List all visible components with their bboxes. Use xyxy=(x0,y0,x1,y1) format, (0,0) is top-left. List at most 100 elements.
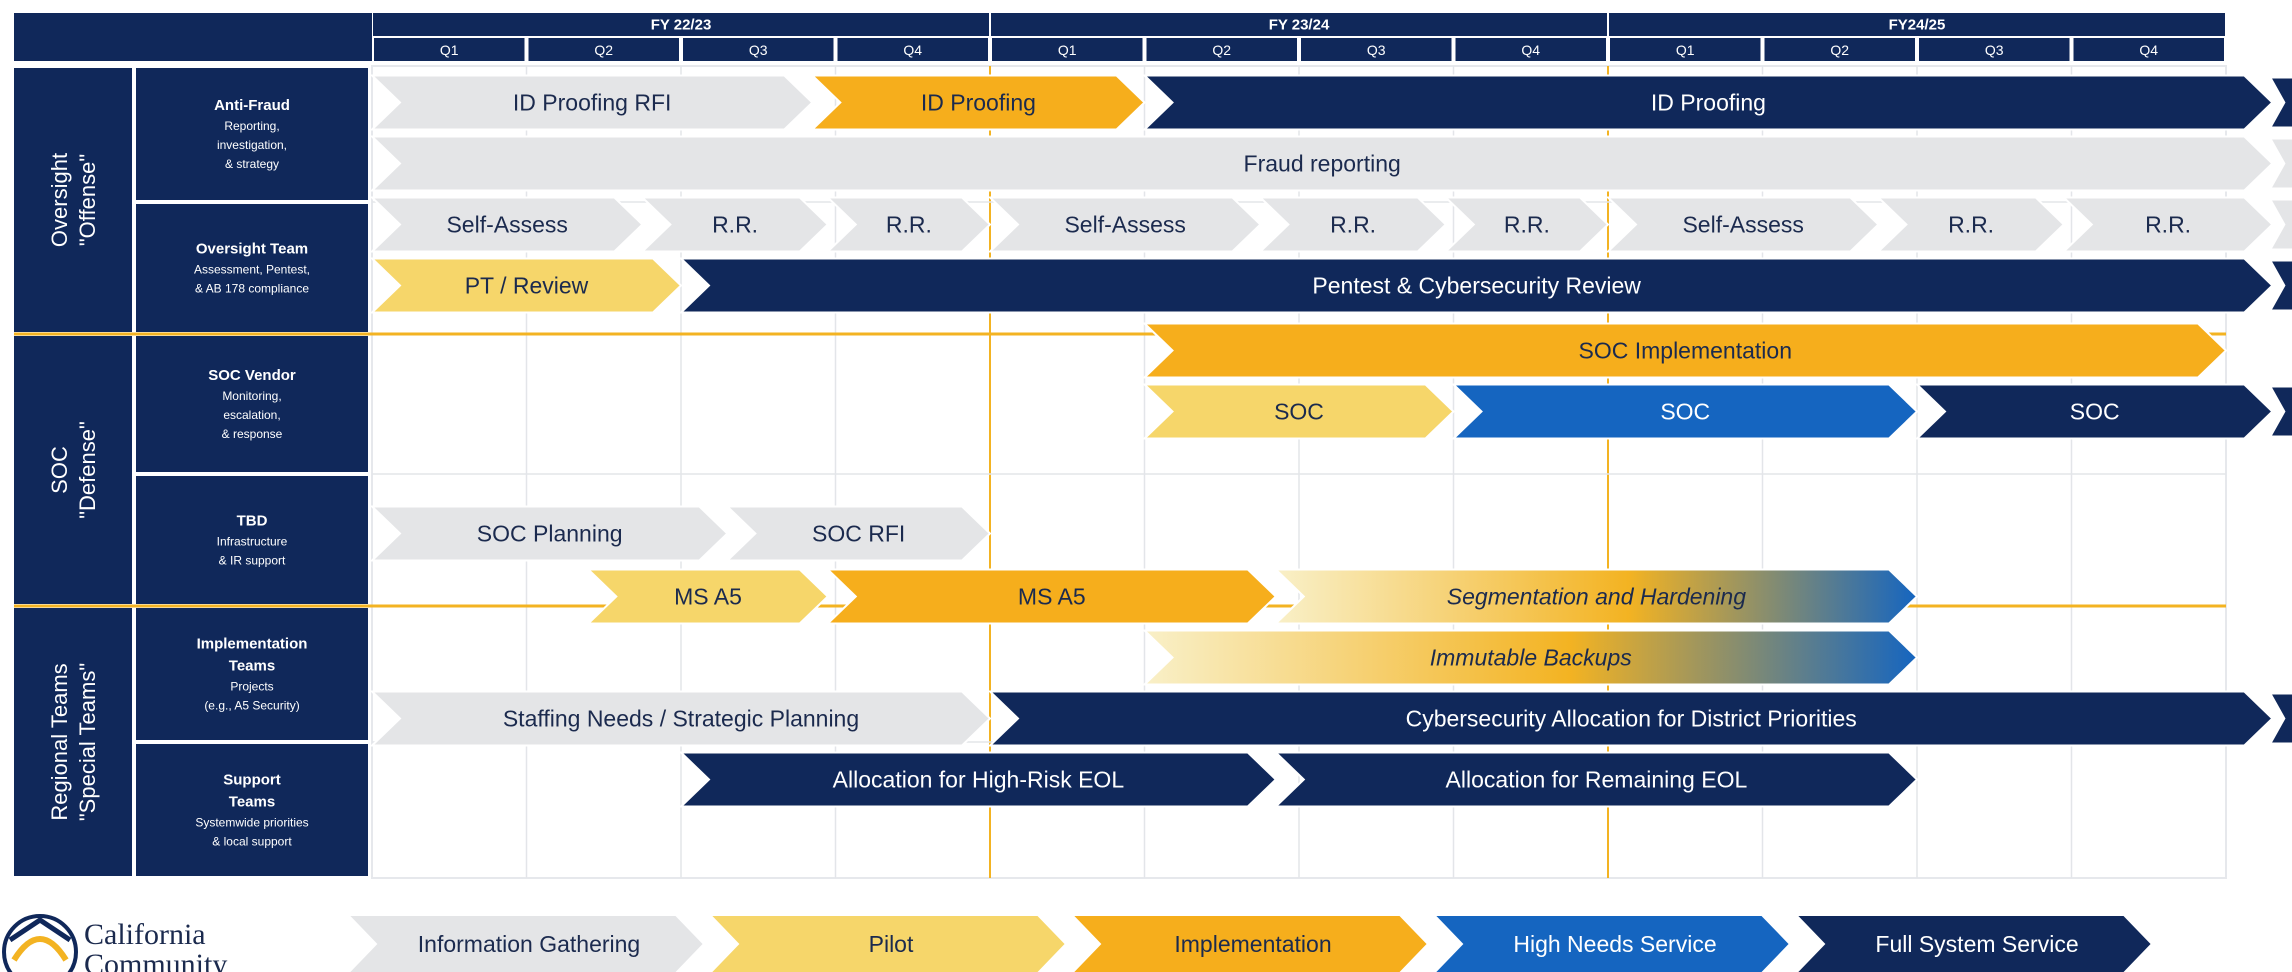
row-title: TBD xyxy=(237,513,268,530)
phase-bar-label: MS A5 xyxy=(1018,584,1086,610)
fiscal-year-band xyxy=(1609,13,2225,36)
legend-label: Full System Service xyxy=(1875,931,2078,957)
phase-bar-shape xyxy=(1914,383,2274,440)
row-title: Oversight Team xyxy=(196,241,308,258)
phase-bar-label: Self-Assess xyxy=(1064,212,1185,238)
phase-bar-shape xyxy=(809,74,1146,131)
phase-bar-label: ID Proofing xyxy=(1651,90,1766,116)
phase-bar: SOC Planning xyxy=(369,505,729,562)
quarter-cell xyxy=(374,38,525,61)
phase-bar: Allocation for High-Risk EOL xyxy=(678,751,1278,808)
phase-bar-label: Self-Assess xyxy=(446,212,567,238)
phase-bar: SOC xyxy=(1451,383,1919,440)
phase-bar: PT / Review xyxy=(369,257,683,314)
phase-bar: Segmentation and Hardening xyxy=(1273,568,1919,625)
phase-bar-shape xyxy=(2061,196,2274,253)
phase-bar: R.R. xyxy=(825,196,992,253)
phase-bar-label: Fraud reporting xyxy=(1244,151,1401,177)
phase-bar-shape xyxy=(678,751,1278,808)
quarter-label: Q4 xyxy=(903,42,922,58)
row-label-box xyxy=(136,744,368,876)
quarter-cell xyxy=(1610,38,1761,61)
quarter-label: Q4 xyxy=(1521,42,1540,58)
phase-bar: Immutable Backups xyxy=(1142,629,1919,686)
phase-bar-label: R.R. xyxy=(712,212,758,238)
phase-bar-shape xyxy=(724,505,992,562)
phase-bar-label: SOC xyxy=(1660,399,1710,425)
phase-bar: R.R. xyxy=(1875,196,2066,253)
group-label-box xyxy=(14,608,132,876)
legend-swatch xyxy=(345,914,706,972)
row-subtitle: Monitoring, xyxy=(222,389,281,403)
continuation-arrow xyxy=(2268,76,2292,129)
phase-bar: Self-Assess xyxy=(1605,196,1880,253)
row-title: Teams xyxy=(229,794,275,811)
phase-bar-shape xyxy=(1142,322,2228,379)
logo-seal-arc xyxy=(11,936,69,962)
phase-bar: MS A5 xyxy=(585,568,830,625)
row-subtitle: & IR support xyxy=(219,554,286,568)
legend-item: Information Gathering xyxy=(345,914,706,972)
phase-bar-label: Cybersecurity Allocation for District Pr… xyxy=(1406,706,1857,732)
phase-bar-shape xyxy=(369,196,644,253)
phase-bar-shape xyxy=(987,196,1262,253)
phase-bar-shape xyxy=(1142,74,2274,131)
quarter-cell xyxy=(1146,38,1297,61)
phase-bar-label: Staffing Needs / Strategic Planning xyxy=(503,706,859,732)
continuation-arrow xyxy=(2268,385,2292,438)
continuation-arrow xyxy=(2268,198,2292,251)
phase-bar: R.R. xyxy=(639,196,830,253)
phase-bar-shape xyxy=(1273,751,1919,808)
group-label: SOC"Defense" xyxy=(47,421,100,519)
phase-bar-label: SOC xyxy=(1274,399,1324,425)
legend-swatch xyxy=(1069,914,1430,972)
group-label-line: Oversight xyxy=(47,153,72,247)
row-subtitle: investigation, xyxy=(217,138,287,152)
phase-bar: Self-Assess xyxy=(987,196,1262,253)
continuation-arrow xyxy=(2268,137,2292,190)
quarter-label: Q3 xyxy=(749,42,768,58)
phase-bar-shape xyxy=(369,505,729,562)
continuation-arrow xyxy=(2268,259,2292,312)
phase-bar: SOC xyxy=(1914,383,2292,440)
fiscal-year-label: FY 22/23 xyxy=(651,17,712,34)
legend-label: Implementation xyxy=(1174,931,1331,957)
phase-bar-label: PT / Review xyxy=(465,273,589,299)
phase-bar-shape xyxy=(369,135,2274,192)
phase-bar: Pentest & Cybersecurity Review xyxy=(678,257,2292,314)
phase-bar-shape xyxy=(987,690,2274,747)
row-title: SOC Vendor xyxy=(208,367,296,384)
phase-bar-shape xyxy=(369,74,814,131)
phase-bar-shape xyxy=(825,196,992,253)
phase-bar: ID Proofing xyxy=(1142,74,2292,131)
phase-bar-label: SOC Implementation xyxy=(1579,338,1792,364)
row-subtitle: (e.g., A5 Security) xyxy=(204,699,299,713)
logo-seal-ring xyxy=(2,914,78,972)
phase-bar-shape xyxy=(1142,629,1919,686)
header-corner xyxy=(14,13,372,61)
row-subtitle: Assessment, Pentest, xyxy=(194,263,310,277)
phase-bar-label: SOC Planning xyxy=(477,521,623,547)
phase-bar-label: ID Proofing RFI xyxy=(513,90,672,116)
quarter-label: Q3 xyxy=(1367,42,1386,58)
row-title: Teams xyxy=(229,658,275,675)
row-subtitle: & local support xyxy=(212,835,292,849)
phase-bar-label: Pentest & Cybersecurity Review xyxy=(1312,273,1641,299)
row-title: Support xyxy=(223,772,281,789)
phase-bar-label: R.R. xyxy=(1330,212,1376,238)
quarter-cell xyxy=(992,38,1143,61)
quarter-cell xyxy=(1919,38,2070,61)
legend-swatch xyxy=(707,914,1068,972)
group-label-line: SOC xyxy=(47,446,72,494)
row-label-box xyxy=(136,204,368,332)
phase-bar-label: R.R. xyxy=(2145,212,2191,238)
group-label-line: "Special Teams" xyxy=(75,663,100,821)
phase-bar-shape xyxy=(585,568,830,625)
legend-swatch xyxy=(1793,914,2154,972)
phase-bar-label: MS A5 xyxy=(674,584,742,610)
row-labels: Oversight"Offense"SOC"Defense"Regional T… xyxy=(14,68,368,876)
